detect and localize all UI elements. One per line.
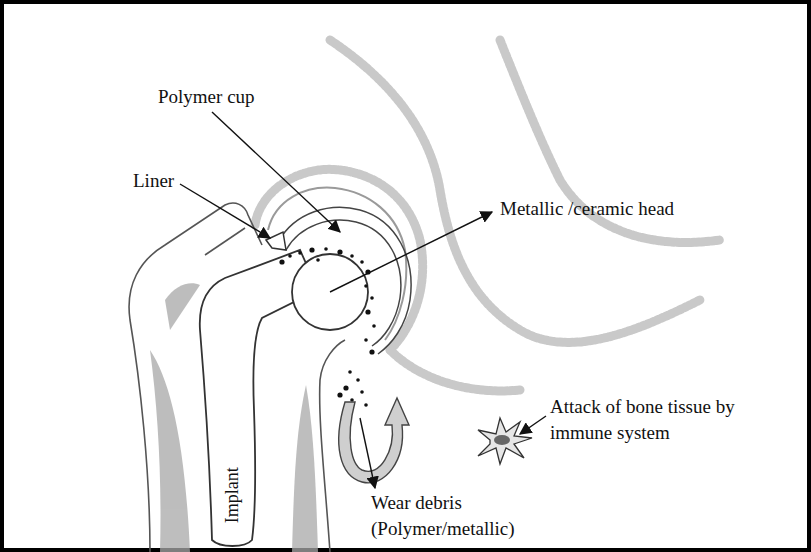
debris-dot: [337, 392, 342, 397]
debris-dot: [309, 247, 314, 252]
debris-dot: [364, 403, 368, 407]
immune-cell: [478, 418, 532, 464]
vertical-label: Implant: [220, 467, 244, 523]
debris-dot: [288, 254, 292, 258]
femur-outline: [129, 203, 345, 552]
debris-dot: [372, 324, 376, 328]
leader-lines: [180, 112, 546, 488]
debris-dot: [360, 390, 364, 394]
debris-dot: [370, 296, 374, 300]
cup-shell: [278, 207, 411, 354]
part-label: Metallic /ceramic head: [500, 196, 674, 222]
debris-dot: [348, 370, 352, 374]
debris-dot: [298, 251, 302, 255]
debris-dot: [324, 247, 328, 251]
debris-dot: [279, 259, 284, 264]
debris-dot: [316, 258, 320, 262]
wear-debris: [279, 247, 375, 407]
debris-dot: [337, 249, 342, 254]
debris-dot: [350, 254, 354, 258]
polymer-cup: [286, 220, 401, 346]
debris-dot: [364, 284, 368, 288]
debris-dot: [343, 385, 348, 390]
debris-dot: [360, 260, 364, 264]
debris-dot: [364, 338, 368, 342]
debris-dot: [350, 398, 354, 402]
circulation-arrow: [339, 398, 409, 483]
debris-dot: [369, 349, 374, 354]
pelvis-bone: [255, 40, 720, 391]
liner: [266, 232, 286, 250]
part-label: Wear debris (Polymer/metallic): [371, 490, 541, 541]
part-label: Liner: [133, 168, 174, 194]
debris-dot: [365, 309, 370, 314]
part-label: Attack of bone tissue by immune system: [550, 394, 785, 445]
part-label: Polymer cup: [158, 84, 255, 110]
debris-dot: [356, 378, 360, 382]
